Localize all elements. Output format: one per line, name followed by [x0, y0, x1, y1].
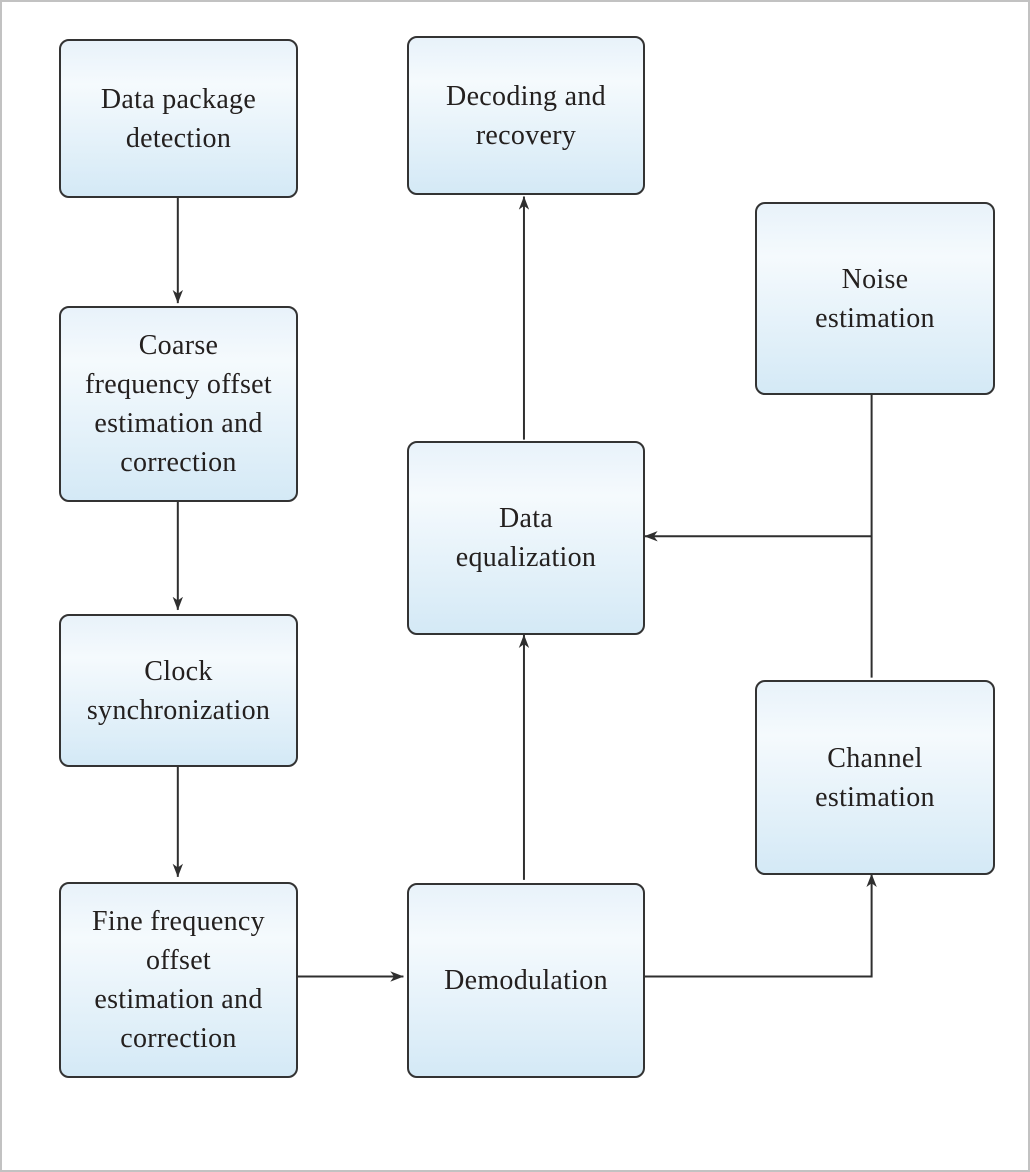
edge-demodulation-to-channel — [642, 873, 877, 978]
node-fine-frequency-offset: Fine frequency offset estimation and cor… — [59, 882, 298, 1078]
node-label-data-equalization: Data equalization — [455, 503, 597, 573]
node-data-equalization: Data equalization — [407, 441, 645, 635]
node-label-fine-frequency-offset: Fine frequency offset estimation and cor… — [92, 906, 265, 1054]
node-channel-estimation: Channel estimation — [755, 680, 995, 875]
node-label-coarse-frequency-offset: Coarse frequency offset estimation and c… — [85, 330, 272, 478]
node-label-data-package-detection: Data package detection — [100, 83, 257, 154]
node-decoding-and-recovery: Decoding and recovery — [407, 36, 645, 195]
node-label-decoding-and-recovery: Decoding and recovery — [446, 80, 606, 151]
node-label-clock-synchronization: Clock synchronization — [86, 655, 271, 726]
node-demodulation: Demodulation — [407, 883, 645, 1078]
node-data-package-detection: Data package detection — [59, 39, 298, 198]
node-label-demodulation: Demodulation — [444, 965, 608, 996]
node-noise-estimation: Noise estimation — [755, 202, 995, 395]
node-coarse-frequency-offset: Coarse frequency offset estimation and c… — [59, 306, 298, 502]
node-label-noise-estimation: Noise estimation — [815, 263, 935, 334]
node-clock-synchronization: Clock synchronization — [59, 614, 298, 767]
node-label-channel-estimation: Channel estimation — [815, 742, 935, 813]
